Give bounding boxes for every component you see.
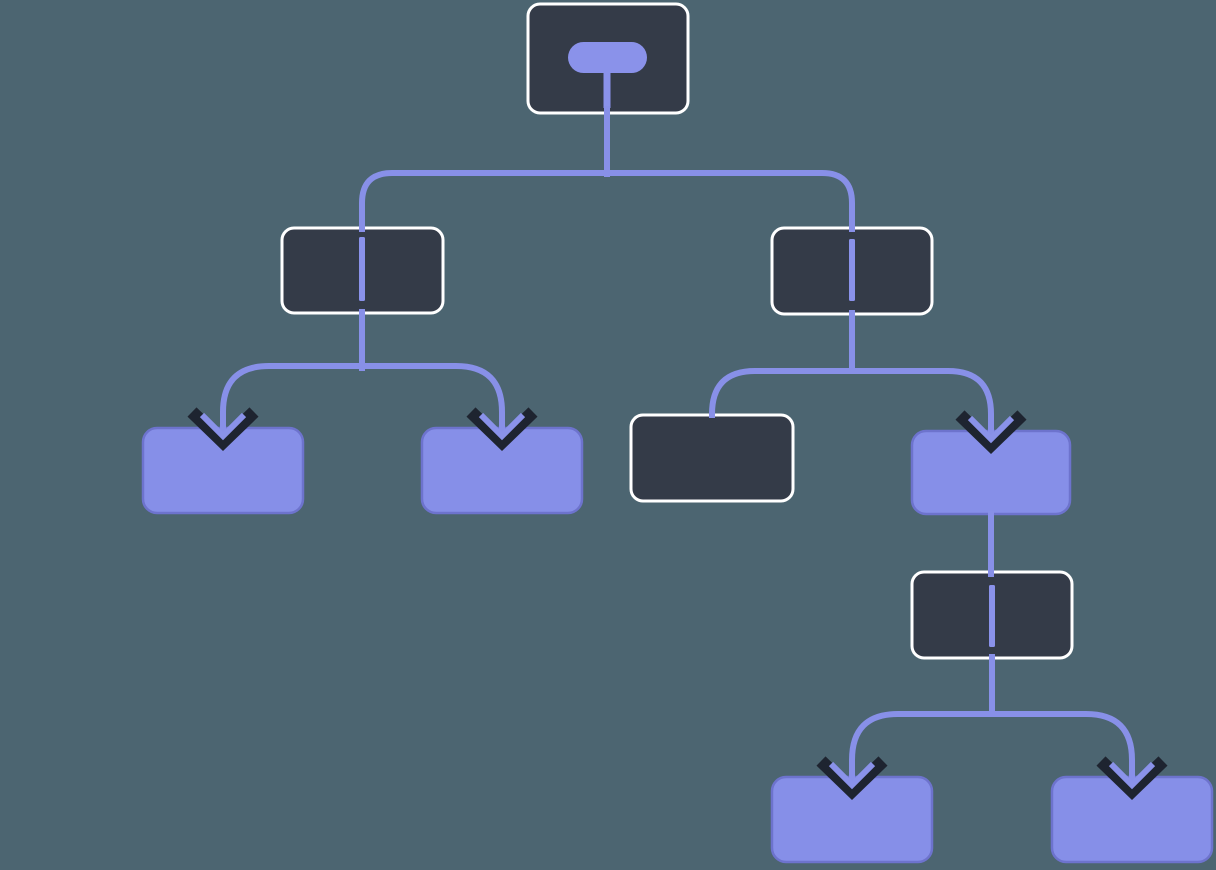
edge-fork-right <box>709 368 994 436</box>
node-leaf-dark[interactable] <box>629 413 795 503</box>
root-pill-icon <box>568 42 647 73</box>
arrowhead-icon <box>199 412 247 441</box>
vertical-line-icon <box>989 585 995 647</box>
root-pill-stem-icon <box>603 70 611 108</box>
edge-fork-bottom <box>849 711 1135 783</box>
arrowhead-outline-icon <box>816 756 888 801</box>
arrowhead-icon <box>828 761 876 790</box>
vertical-line-icon <box>849 239 855 301</box>
arrowhead-icon <box>967 415 1015 444</box>
arrowhead-outline-icon <box>955 410 1027 455</box>
arrowhead-icon <box>1108 761 1156 790</box>
arrowhead-outline-icon <box>1096 756 1168 801</box>
arrowhead-outline-icon <box>187 407 259 452</box>
edge-fork-root <box>359 170 855 232</box>
arrowhead-outline-icon <box>466 407 538 452</box>
edge-fork-left <box>220 363 505 433</box>
vertical-line-icon <box>359 237 365 301</box>
arrowhead-icon <box>478 412 526 441</box>
